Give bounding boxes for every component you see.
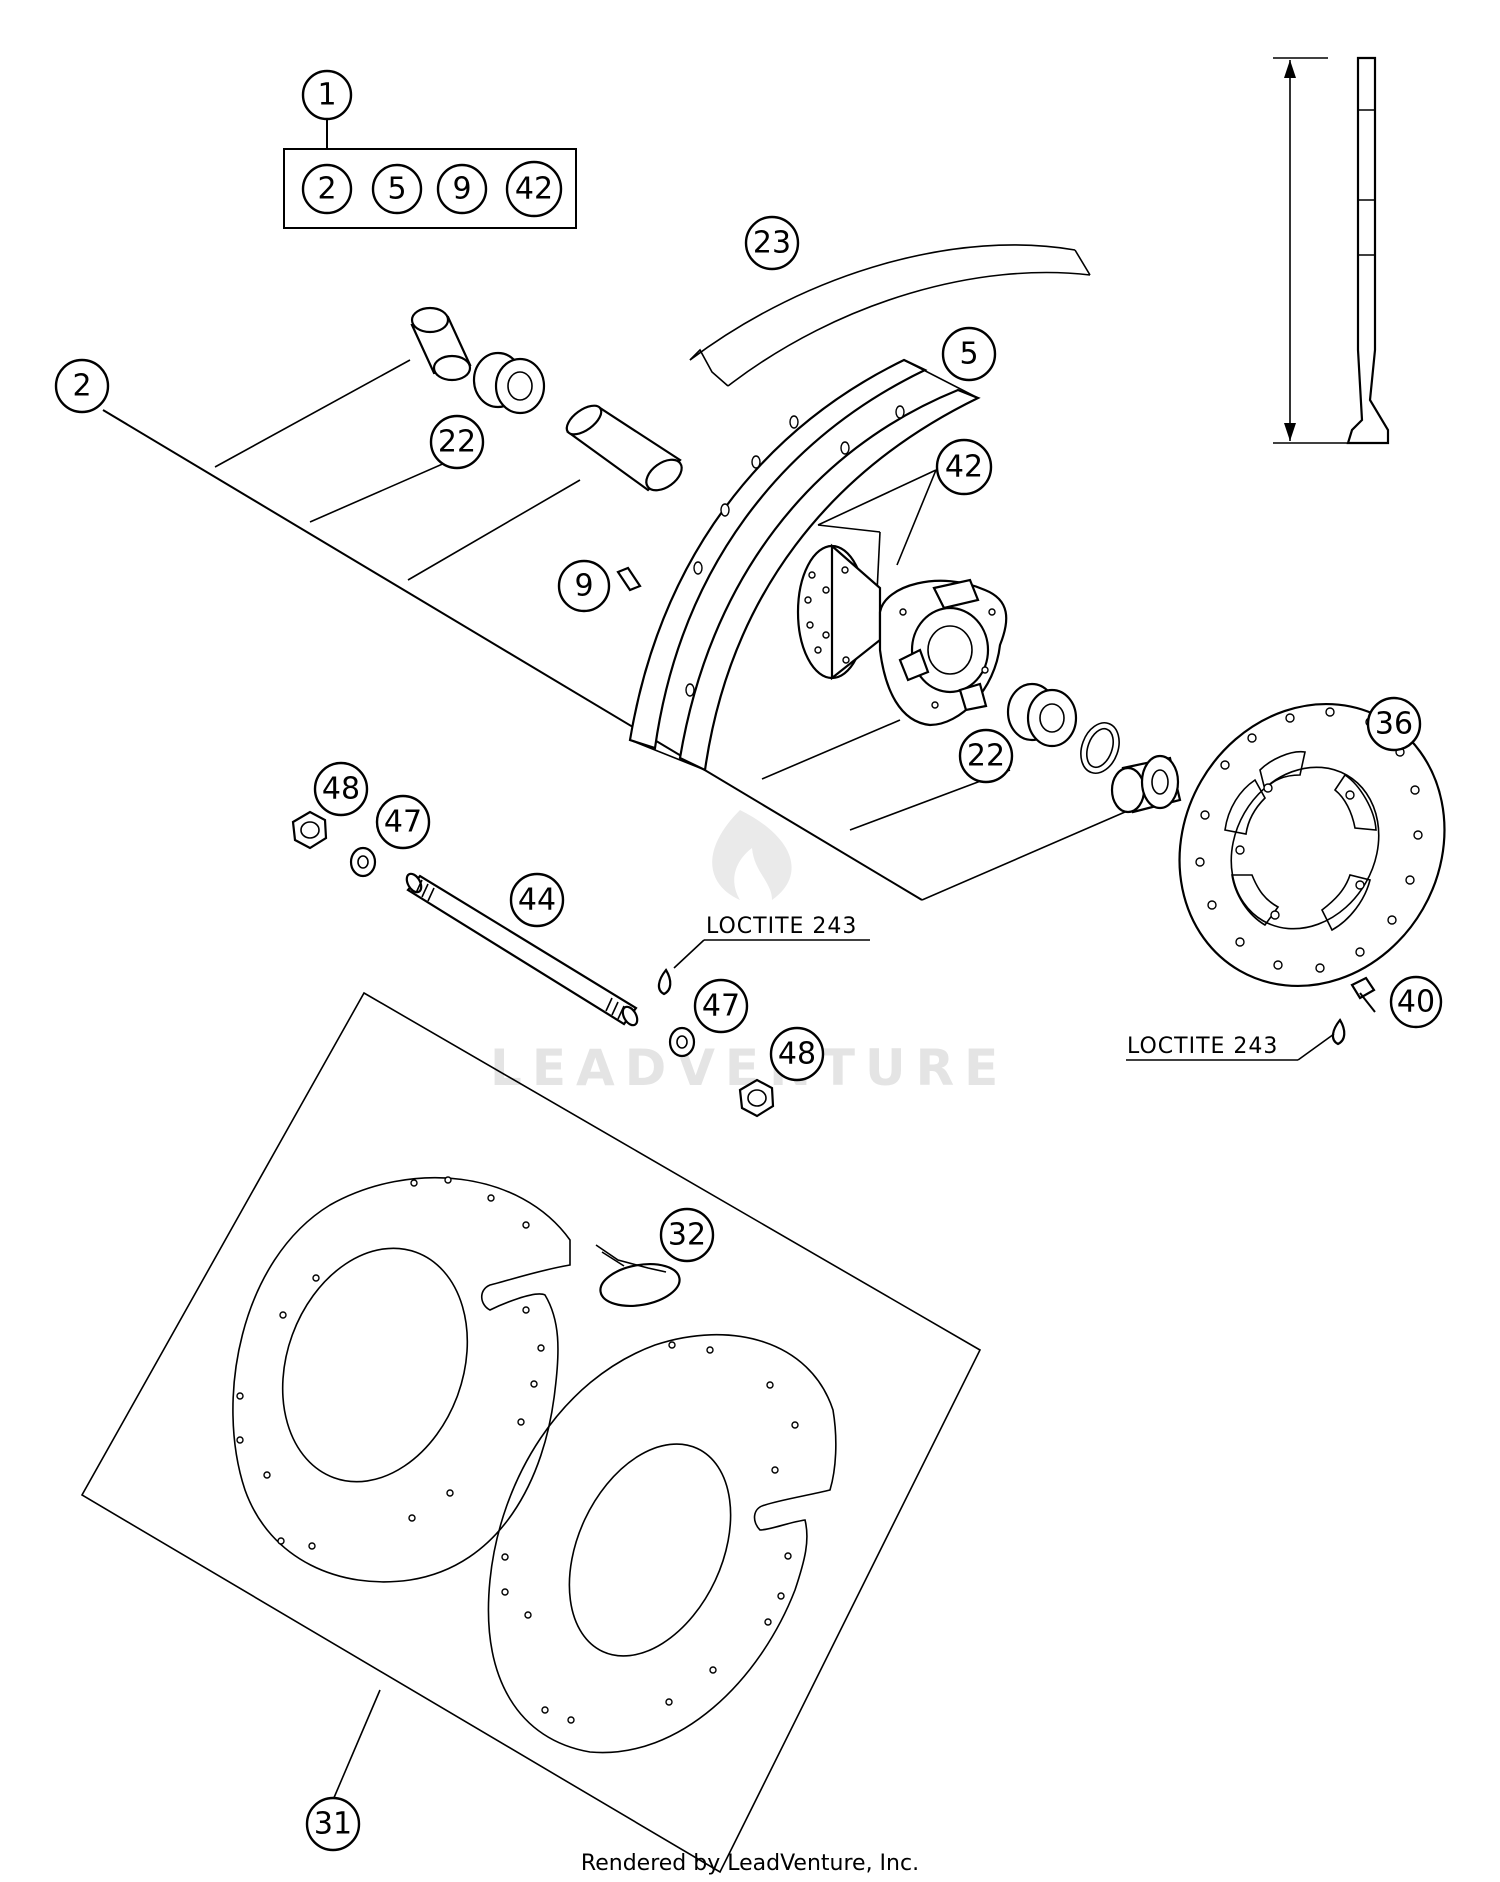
- callout-40[interactable]: 40: [1389, 975, 1443, 1029]
- leadventure-watermark: LEADVENTURE: [490, 810, 998, 1097]
- loctite-drop-disc: [1331, 1018, 1346, 1046]
- spoke: [1346, 56, 1390, 445]
- brake-disc: [1178, 702, 1446, 988]
- rim: [628, 358, 981, 772]
- callout-5[interactable]: 5: [941, 326, 997, 382]
- loctite-label-axle: LOCTITE 243: [706, 914, 857, 939]
- axle-nut-right: [738, 1078, 775, 1118]
- svg-text:32: 32: [668, 1218, 706, 1253]
- loctite-label-disc: LOCTITE 243: [1127, 1034, 1278, 1059]
- callout-1[interactable]: 1: [301, 69, 353, 121]
- kit-item-5[interactable]: 5: [371, 163, 423, 215]
- svg-text:40: 40: [1397, 985, 1435, 1020]
- main-axis-leader: [102, 409, 923, 901]
- callout-2[interactable]: 2: [54, 358, 110, 414]
- callout-label-1: 1: [317, 78, 336, 113]
- svg-text:44: 44: [518, 883, 556, 918]
- svg-text:48: 48: [778, 1037, 816, 1072]
- svg-text:42: 42: [515, 172, 553, 207]
- svg-text:42: 42: [945, 450, 983, 485]
- svg-text:9: 9: [574, 569, 593, 604]
- callout-32[interactable]: 32: [659, 1207, 715, 1263]
- svg-text:5: 5: [959, 337, 978, 372]
- callout-22-left[interactable]: 22: [429, 414, 485, 470]
- callout-9[interactable]: 9: [557, 559, 611, 613]
- rim-holes: [685, 405, 905, 697]
- svg-text:2: 2: [72, 369, 91, 404]
- hub-flange-holes: [804, 566, 996, 709]
- bearing-left: [472, 351, 546, 415]
- svg-text:48: 48: [322, 772, 360, 807]
- disc-guard-sheet: [80, 991, 982, 1874]
- callout-48-right[interactable]: 48: [769, 1026, 825, 1082]
- disc-guard-2: [487, 1333, 837, 1754]
- svg-text:47: 47: [702, 989, 740, 1024]
- svg-text:31: 31: [314, 1807, 352, 1842]
- svg-text:2: 2: [317, 172, 336, 207]
- kit-item-42[interactable]: 42: [505, 160, 563, 218]
- spacer-right: [1110, 754, 1182, 814]
- spoke-nipple: [616, 566, 642, 592]
- callout-23[interactable]: 23: [744, 215, 800, 271]
- inner-spacer-tube: [565, 404, 683, 492]
- callout-42[interactable]: 42: [935, 438, 993, 496]
- loctite-note-axle: LOCTITE 243: [673, 914, 870, 969]
- axle: [405, 872, 639, 1027]
- svg-text:23: 23: [753, 226, 791, 261]
- render-credit: Rendered by LeadVenture, Inc.: [581, 1851, 919, 1876]
- callout-22-right[interactable]: 22: [958, 728, 1014, 784]
- callout-47-right[interactable]: 47: [693, 978, 749, 1034]
- wheel-hub: [796, 543, 1008, 727]
- disc-bolt-holes: [1235, 783, 1365, 920]
- loctite-drop-axle: [657, 968, 672, 996]
- svg-text:22: 22: [438, 425, 476, 460]
- spacer-left: [410, 306, 472, 382]
- washer-left: [349, 846, 377, 878]
- kit-item-2[interactable]: 2: [301, 163, 353, 215]
- kit-box: [283, 148, 577, 229]
- kit-group: 1 2 5 9 42: [283, 69, 577, 229]
- cable-tie: [595, 1244, 681, 1307]
- callout-48-left[interactable]: 48: [313, 761, 369, 817]
- guard-holes: [236, 1176, 799, 1724]
- callout-31-leader: [332, 1689, 381, 1801]
- loctite-note-disc: LOCTITE 243: [1126, 1033, 1335, 1061]
- svg-text:22: 22: [967, 739, 1005, 774]
- svg-text:5: 5: [387, 172, 406, 207]
- disc-guard-1: [232, 1176, 571, 1583]
- circlip: [1080, 722, 1120, 774]
- svg-text:9: 9: [452, 172, 471, 207]
- callout-31[interactable]: 31: [305, 1796, 361, 1852]
- svg-text:47: 47: [384, 805, 422, 840]
- callout-47-left[interactable]: 47: [375, 794, 431, 850]
- kit-item-9[interactable]: 9: [436, 163, 488, 215]
- bearing-right: [1006, 682, 1078, 748]
- spoke-dimension-group: [1273, 56, 1390, 445]
- disc-bolt: [1350, 976, 1376, 1013]
- rim-band: [689, 244, 1091, 387]
- callout-44[interactable]: 44: [509, 872, 565, 928]
- callout-36[interactable]: 36: [1366, 696, 1422, 752]
- axle-nut-left: [291, 810, 328, 850]
- washer-right: [668, 1026, 696, 1058]
- svg-text:36: 36: [1375, 707, 1413, 742]
